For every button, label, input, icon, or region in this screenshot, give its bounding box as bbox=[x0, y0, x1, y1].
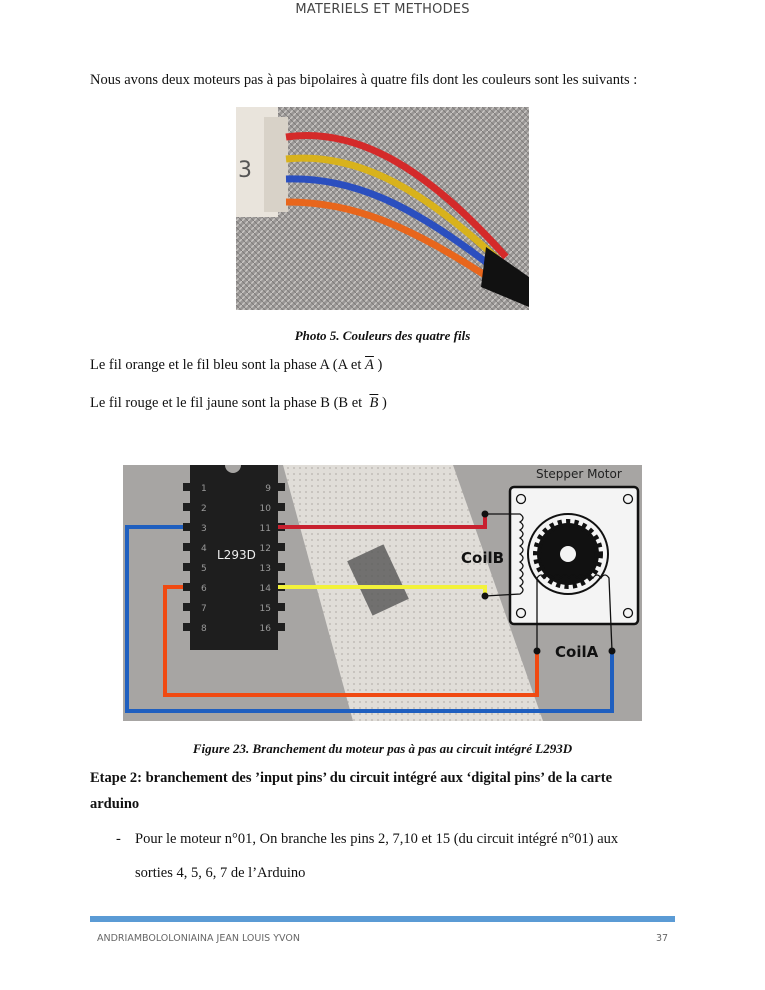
phase-a-symbol: A bbox=[365, 357, 374, 373]
pin-number: 1 bbox=[201, 484, 207, 494]
phase-a-text: Le fil orange et le fil bleu sont la pha… bbox=[90, 357, 366, 373]
coil-a-label: CoilA bbox=[555, 643, 599, 661]
phase-b-text: Le fil rouge et le fil jaune sont la pha… bbox=[90, 395, 366, 411]
stepper-motor-label: Stepper Motor bbox=[536, 467, 622, 481]
chip-pin bbox=[183, 603, 191, 611]
phase-a-line: Le fil orange et le fil bleu sont la pha… bbox=[90, 357, 382, 374]
footer-author: ANDRIAMBOLOLONIAINA JEAN LOUIS YVON bbox=[97, 933, 300, 944]
page-header: MATERIELS ET METHODES bbox=[295, 2, 470, 17]
pin-number: 9 bbox=[265, 484, 271, 494]
pin-number: 11 bbox=[260, 524, 271, 534]
pin-number: 15 bbox=[260, 604, 271, 614]
chip-pin bbox=[277, 603, 285, 611]
phase-b-line: Le fil rouge et le fil jaune sont la pha… bbox=[90, 395, 387, 412]
pin-number: 12 bbox=[260, 544, 271, 554]
chip-pin bbox=[183, 583, 191, 591]
bullet-line-1: Pour le moteur n°01, On branche les pins… bbox=[135, 831, 619, 847]
pin-number: 4 bbox=[201, 544, 207, 554]
pin-number: 5 bbox=[201, 564, 207, 574]
pin-number: 2 bbox=[201, 504, 207, 514]
bullet-line-2: sorties 4, 5, 6, 7 de l’Arduino bbox=[135, 865, 306, 881]
chip-pin bbox=[277, 543, 285, 551]
chip-pin bbox=[183, 623, 191, 631]
pin-number: 13 bbox=[260, 564, 271, 574]
figure-caption: Figure 23. Branchement du moteur pas à p… bbox=[192, 741, 573, 756]
pin-number: 16 bbox=[260, 624, 272, 634]
orange-wire bbox=[163, 585, 539, 697]
pin-number: 14 bbox=[260, 584, 272, 594]
phase-b-symbol: B bbox=[369, 395, 379, 411]
chip-pin bbox=[183, 563, 191, 571]
bullet-marker: - bbox=[116, 831, 121, 847]
pin-number: 10 bbox=[260, 504, 272, 514]
chip-label: L293D bbox=[217, 548, 256, 562]
pin-number: 7 bbox=[201, 604, 207, 614]
chip-pin bbox=[277, 563, 285, 571]
phase-a-close: ) bbox=[377, 357, 383, 373]
pin-number: 8 bbox=[201, 624, 207, 634]
red-wire bbox=[278, 514, 487, 529]
wires-photo: 3 bbox=[236, 107, 529, 310]
chip-pin bbox=[277, 623, 285, 631]
step-title: Etape 2: branchement des ’input pins’ du… bbox=[90, 770, 612, 786]
connector-label: 3 bbox=[238, 158, 252, 183]
chip-pin bbox=[277, 503, 285, 511]
chip-pin bbox=[183, 543, 191, 551]
coil-b-label: CoilB bbox=[461, 549, 504, 567]
chip-pin bbox=[183, 503, 191, 511]
chip-pin bbox=[183, 483, 191, 491]
pin-number: 6 bbox=[201, 584, 207, 594]
l293d-chip bbox=[190, 465, 278, 650]
page-number: 37 bbox=[656, 933, 669, 944]
step-title-cont: arduino bbox=[90, 796, 140, 812]
blue-wire bbox=[125, 525, 614, 713]
chip-pin bbox=[183, 523, 191, 531]
chip-pin bbox=[277, 483, 285, 491]
footer-divider bbox=[90, 916, 675, 922]
pin-number: 3 bbox=[201, 524, 207, 534]
photo-caption: Photo 5. Couleurs des quatre fils bbox=[294, 328, 471, 343]
stepper-motor bbox=[484, 485, 640, 652]
intro-paragraph: Nous avons deux moteurs pas à pas bipola… bbox=[90, 72, 638, 88]
phase-b-close: ) bbox=[381, 395, 387, 411]
